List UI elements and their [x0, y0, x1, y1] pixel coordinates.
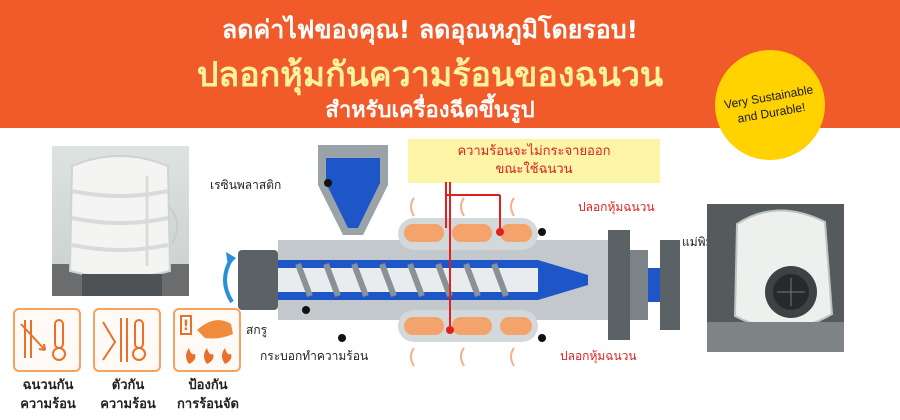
feature-heat-block-icon — [93, 308, 161, 372]
callout-text: ความร้อนจะไม่กระจายออก ขณะใช้ฉนวน — [457, 144, 611, 177]
injection-machine-diagram — [223, 145, 680, 367]
label-jacket-bottom: ปลอกหุ้มฉนวน — [560, 349, 637, 363]
label-screw: สกรู — [246, 323, 268, 337]
badge-text: Very Sustainable and Durable! — [723, 82, 815, 126]
jacket-photo-left — [52, 146, 189, 296]
label-resin: เรซินพลาสติก — [210, 178, 282, 192]
jacket-photo-right — [707, 204, 844, 352]
feature-label-insulation: ฉนวนกัน ความร้อน — [20, 378, 76, 412]
label-heater: กระบอกทำความร้อน — [260, 349, 369, 363]
headline-savings: ลดค่าไฟของคุณ! ลดอุณหภูมิโดยรอบ! — [221, 15, 639, 44]
feature-label-heat-block: ตัวกัน ความร้อน — [100, 378, 156, 412]
feature-overheat-icon: ! — [173, 308, 241, 372]
headline-product: ปลอกหุ้มกันความร้อนของฉนวน — [196, 55, 664, 95]
callout-box — [408, 139, 660, 183]
feature-insulation-icon — [13, 308, 81, 372]
svg-text:!: ! — [183, 318, 189, 334]
label-jacket-top: ปลอกหุ้มฉนวน — [578, 200, 655, 214]
feature-label-overheat: ป้องกัน การร้อนจัด — [177, 378, 239, 412]
headline-subtitle: สำหรับเครื่องฉีดขึ้นรูป — [325, 98, 535, 123]
